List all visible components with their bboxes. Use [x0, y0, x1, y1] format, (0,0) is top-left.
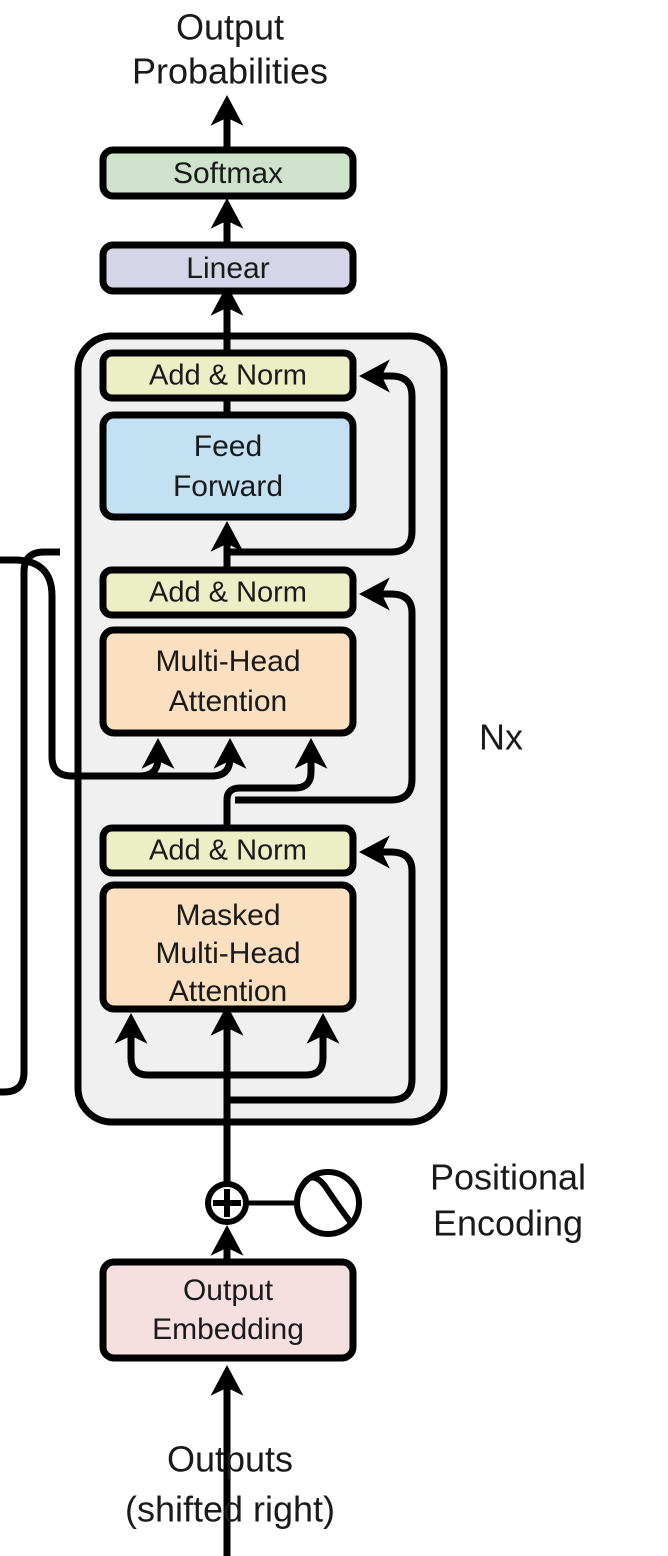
wire-masked-kv-right — [305, 1012, 340, 1079]
multi-head-attention-label-line1: Multi-Head — [155, 645, 300, 678]
sine-wave-icon — [298, 1174, 355, 1226]
wire-addnorm-bottom-to-attention — [223, 737, 328, 828]
block-masked-multi-head-attention[interactable]: Masked Multi-Head Attention — [99, 881, 357, 1013]
linear-rect — [99, 241, 357, 295]
feed-forward-rect — [99, 411, 357, 521]
feed-forward-label-line2: Forward — [173, 470, 283, 503]
block-add-norm-mid[interactable]: Add & Norm — [99, 566, 357, 619]
block-softmax[interactable]: Softmax — [99, 146, 357, 200]
output-probabilities-line2: Probabilities — [132, 51, 328, 92]
wire-residual-masked — [227, 835, 416, 1104]
block-output-embedding[interactable]: Output Embedding — [99, 1258, 357, 1362]
masked-attention-label-line1: Masked — [175, 899, 280, 932]
positional-encoding-line2: Encoding — [433, 1203, 583, 1244]
block-add-norm-bottom[interactable]: Add & Norm — [99, 824, 357, 877]
wire-residual-feedforward — [227, 359, 416, 556]
output-probabilities-line1: Output — [176, 7, 284, 48]
block-multi-head-attention[interactable]: Multi-Head Attention — [99, 626, 357, 737]
masked-attention-label-line2: Multi-Head — [155, 937, 300, 970]
block-add-norm-top[interactable]: Add & Norm — [99, 349, 357, 402]
multi-head-attention-label-line2: Attention — [169, 685, 287, 718]
sine-wave-circle — [294, 1169, 362, 1237]
add-norm-top-rect — [99, 349, 357, 402]
block-feed-forward[interactable]: Feed Forward — [99, 411, 357, 521]
add-norm-top-label: Add & Norm — [149, 360, 307, 392]
positional-encoding-icon — [294, 1169, 362, 1237]
add-norm-bottom-label: Add & Norm — [149, 835, 307, 867]
add-norm-mid-rect — [99, 566, 357, 619]
masked-attention-label-line3: Attention — [169, 975, 287, 1008]
linear-label: Linear — [186, 252, 269, 285]
multi-head-attention-rect — [99, 626, 357, 737]
wire-masked-kv-left — [114, 1012, 149, 1079]
wire-encoder-memory-inner — [0, 556, 175, 780]
repeat-count-label: Nx — [479, 717, 523, 758]
softmax-label: Softmax — [173, 157, 283, 190]
block-linear[interactable]: Linear — [99, 241, 357, 295]
output-embedding-label-line1: Output — [183, 1274, 274, 1307]
feed-forward-label-line1: Feed — [194, 430, 262, 463]
positional-encoding-line1: Positional — [430, 1157, 586, 1198]
sum-node — [205, 1181, 249, 1225]
wire-encoder-memory-branch — [72, 737, 247, 780]
outputs-label-line2: (shifted right) — [125, 1489, 335, 1530]
output-embedding-rect — [99, 1258, 357, 1362]
add-norm-bottom-rect — [99, 824, 357, 877]
plus-icon — [213, 1189, 241, 1217]
output-embedding-label-line2: Embedding — [152, 1313, 304, 1346]
outputs-label-line1: Outputs — [167, 1439, 293, 1480]
wire-encoder-memory-outer — [0, 548, 60, 1096]
add-norm-mid-label: Add & Norm — [149, 577, 307, 609]
masked-multi-head-attention-rect — [99, 881, 357, 1013]
wire-residual-cross-attention — [235, 577, 416, 804]
softmax-rect — [99, 146, 357, 200]
